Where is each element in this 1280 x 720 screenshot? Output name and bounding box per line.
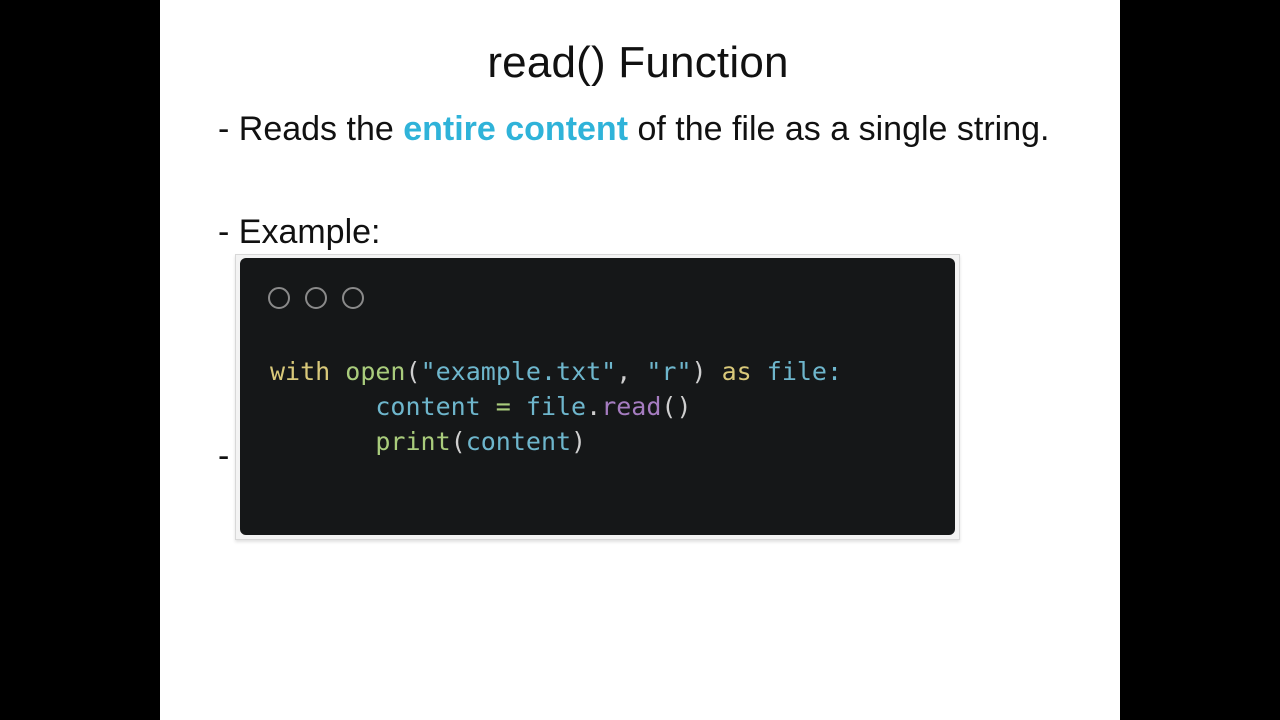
code-token: ( <box>450 427 466 456</box>
code-token <box>330 357 345 386</box>
circle-icon <box>268 287 290 309</box>
bullet-hidden: - <box>218 437 230 475</box>
code-token: as <box>721 357 752 386</box>
code-token: with <box>270 357 331 386</box>
bullet-description: - Reads the entire content of the file a… <box>218 106 1078 153</box>
code-token <box>752 357 767 386</box>
window-controls <box>268 287 364 309</box>
code-token: content <box>465 427 572 456</box>
slide: read() Function - Reads the entire conte… <box>160 0 1120 720</box>
code-token: print <box>375 427 451 456</box>
code-token: ) <box>571 427 587 456</box>
bullet-text: - Reads the <box>218 110 404 148</box>
code-token: open <box>345 357 406 386</box>
code-token: () <box>661 392 692 421</box>
circle-icon <box>305 287 327 309</box>
highlighted-text: entire content <box>403 110 629 148</box>
bullet-example: - Example: <box>218 213 381 251</box>
code-content: with open("example.txt", "r") as file: c… <box>270 354 842 459</box>
code-snippet-image: with open("example.txt", "r") as file: c… <box>235 254 960 540</box>
code-token: "r" <box>646 357 692 386</box>
code-token: ( <box>405 357 421 386</box>
bullet-text: of the file as a single string. <box>628 110 1050 148</box>
code-line: print(content) <box>270 424 842 459</box>
code-token: file <box>525 392 587 421</box>
circle-icon <box>342 287 364 309</box>
slide-title: read() Function <box>487 38 789 87</box>
code-token: read <box>601 392 662 421</box>
code-window: with open("example.txt", "r") as file: c… <box>240 258 955 535</box>
code-token: file: <box>766 357 843 386</box>
code-token <box>481 392 496 421</box>
code-token: . <box>586 392 602 421</box>
code-token: content <box>375 392 481 421</box>
code-token: = <box>495 392 511 421</box>
code-line: with open("example.txt", "r") as file: <box>270 354 842 389</box>
code-token: , <box>616 357 647 386</box>
code-line: content = file.read() <box>270 389 842 424</box>
code-token: ) <box>691 357 722 386</box>
code-token <box>511 392 526 421</box>
code-token: "example.txt" <box>420 357 617 386</box>
